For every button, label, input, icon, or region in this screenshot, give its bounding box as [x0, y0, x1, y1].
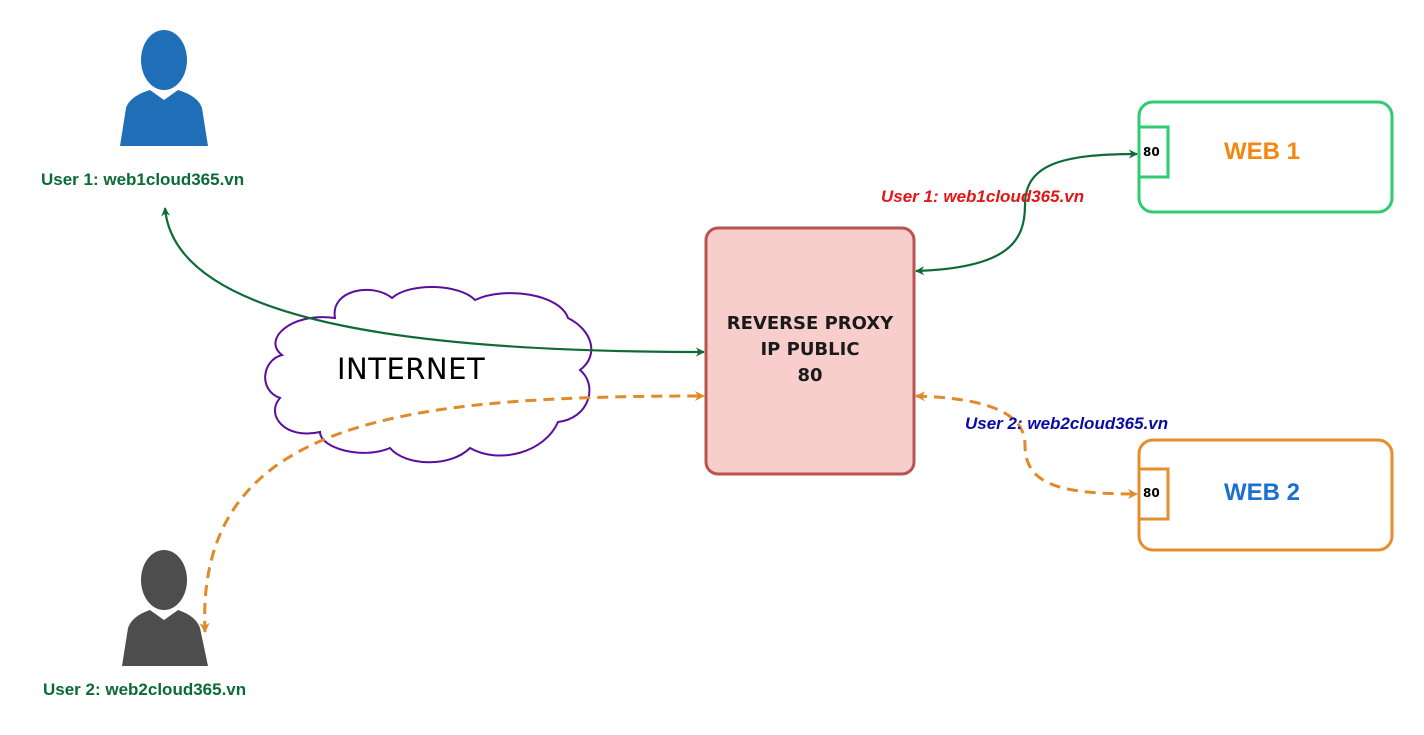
route-proxy-web1: [915, 149, 1138, 276]
proxy-line-2: IP PUBLIC: [760, 339, 860, 360]
proxy-line-1: REVERSE PROXY: [726, 313, 894, 334]
web-2-port: 80: [1143, 486, 1160, 500]
route-proxy-web2: [915, 391, 1138, 499]
user-2-label: User 2: web2cloud365.vn: [43, 680, 247, 699]
route-user2-internet: [199, 391, 705, 633]
connection-label-web1: User 1: web1cloud365.vn: [881, 187, 1085, 206]
web-1-port-box: [1137, 125, 1170, 179]
web-1-port: 80: [1143, 145, 1160, 159]
proxy-label: REVERSE PROXY IP PUBLIC 80: [706, 311, 914, 389]
user-1-label: User 1: web1cloud365.vn: [41, 170, 245, 189]
route-user1-internet: [161, 207, 705, 357]
user-1-icon: [120, 30, 208, 146]
web-2-title: WEB 2: [1224, 479, 1301, 506]
reverse-proxy-box: [704, 226, 916, 476]
connection-label-web2: User 2: web2cloud365.vn: [965, 414, 1169, 433]
internet-label: INTERNET: [337, 352, 486, 386]
user-2-icon: [122, 550, 208, 666]
web-1-title: WEB 1: [1224, 138, 1301, 165]
web-2-port-box: [1137, 467, 1170, 521]
proxy-line-3: 80: [797, 365, 823, 386]
